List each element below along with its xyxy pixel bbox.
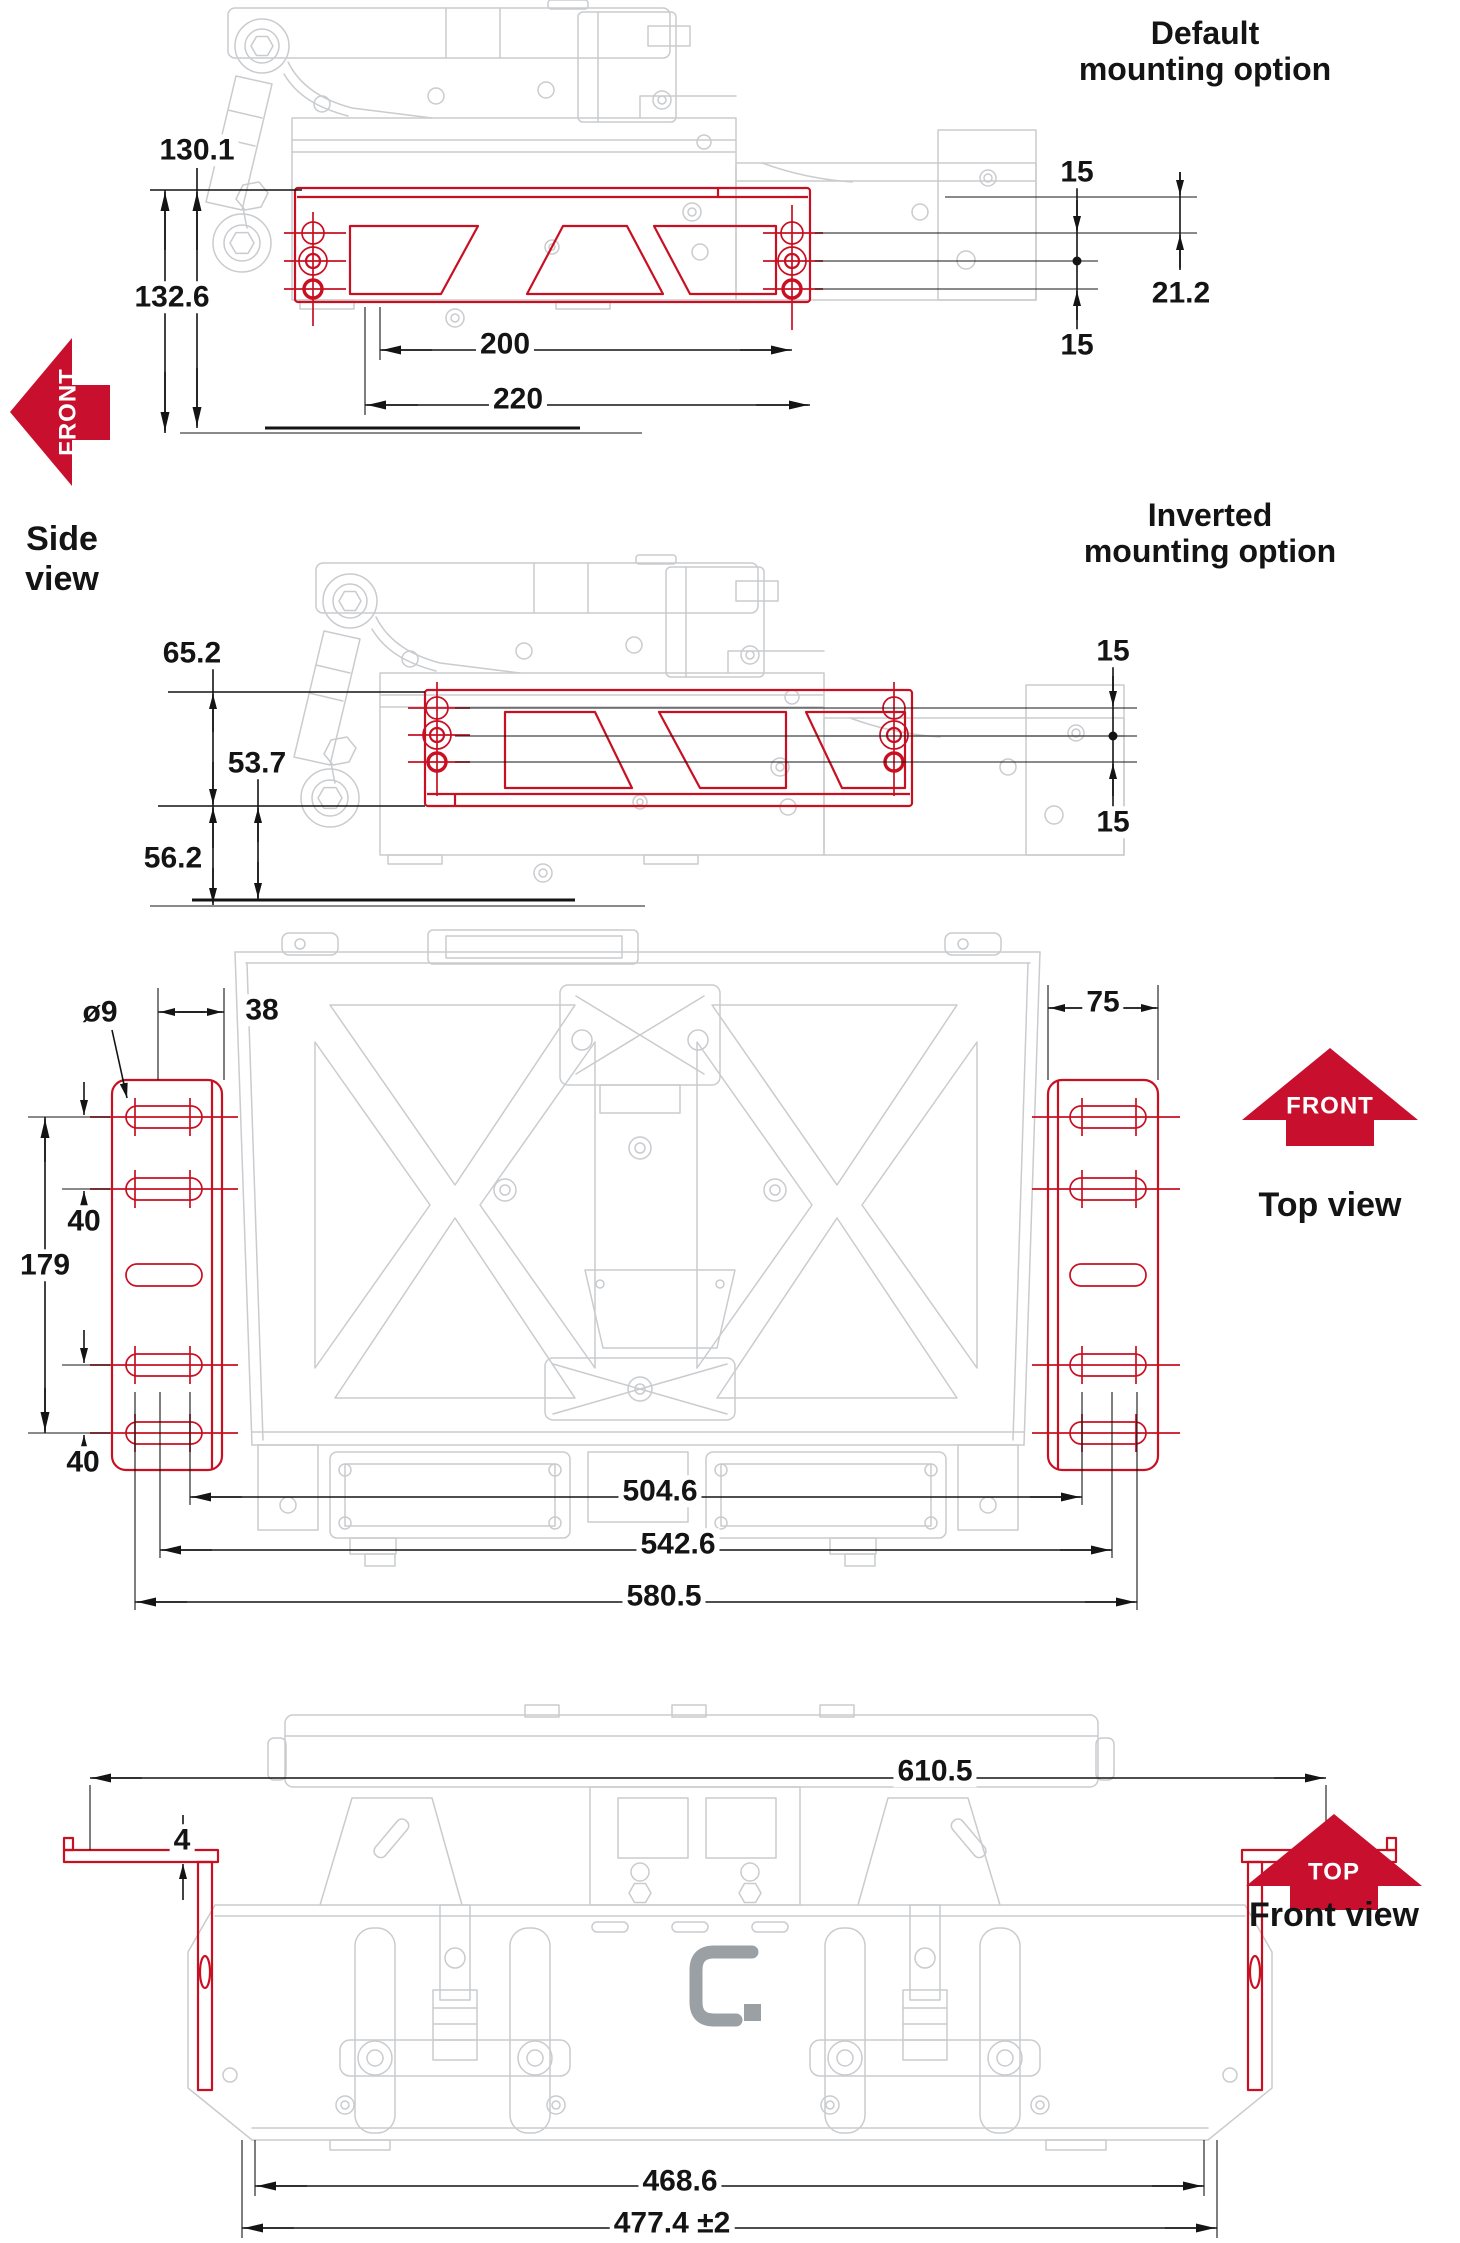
dim-edge-offset: 38: [241, 994, 283, 1026]
default-option-title-line2: mounting option: [1078, 51, 1332, 88]
side-view-front-arrow: [10, 338, 110, 486]
side-view-inverted-adapter-plate: [408, 682, 914, 808]
front-view-label: Front view: [1248, 1896, 1420, 1935]
dim-slot-pitch-bottom: 40: [62, 1446, 104, 1478]
dim-base-width-outer: 477.4 ±2: [609, 2207, 735, 2239]
dim-width-mid: 542.6: [636, 1528, 720, 1560]
dim-hole-diameter: ø9: [78, 996, 122, 1028]
brand-logo: [689, 1945, 761, 2027]
front-view-top-arrow: [1246, 1814, 1422, 1910]
top-view-machine: [234, 929, 1041, 1567]
side-view-default-machine: [205, 0, 1037, 328]
dim-plate-thickness: 4: [169, 1824, 195, 1856]
top-view-dimensions: [28, 985, 1159, 1610]
dim-plate-span: 220: [488, 383, 548, 415]
side-view-inverted-dimensions: [150, 664, 1137, 907]
front-view-machine: [187, 1704, 1273, 2151]
dim-slot-span: 179: [15, 1249, 75, 1281]
dim-drop-outer: 56.2: [139, 842, 207, 874]
dim-overall-width: 610.5: [893, 1755, 977, 1787]
front-view-mounting-flanges: [62, 1836, 1398, 2092]
dim-pitch-bottom-inverted: 15: [1092, 806, 1134, 838]
dim-bracket-width: 75: [1082, 986, 1124, 1018]
inverted-option-title-line1: Inverted: [1147, 497, 1273, 534]
side-view-label-line2: view: [25, 560, 99, 599]
default-option-title-line1: Default: [1150, 15, 1260, 52]
side-view-inverted-machine: [293, 554, 1125, 883]
front-view-top-arrow-label: TOP: [1308, 1858, 1360, 1886]
top-view-right-bracket: [1032, 1078, 1180, 1472]
dim-plate-height-inverted: 65.2: [158, 637, 226, 669]
dim-width-inner: 504.6: [618, 1475, 702, 1507]
side-view-label-line1: Side: [26, 520, 98, 559]
dim-offset-mid: 21.2: [1147, 277, 1215, 309]
dim-pitch-top-default: 15: [1056, 156, 1098, 188]
dim-height-outer: 130.1: [155, 134, 239, 166]
side-view-default-dimensions: [150, 168, 1197, 434]
side-front-arrow-label: FRONT: [54, 368, 82, 456]
dim-pitch-bottom-default: 15: [1056, 329, 1098, 361]
dim-width-outer: 580.5: [622, 1580, 706, 1612]
dim-height-inner: 132.6: [130, 281, 214, 313]
side-view-default-adapter-plate: [284, 186, 823, 330]
inverted-option-title-line2: mounting option: [1083, 533, 1337, 570]
top-view-front-arrow: [1242, 1048, 1418, 1146]
dim-hole-span: 200: [475, 328, 535, 360]
top-view-label: Top view: [1258, 1186, 1402, 1225]
dim-base-width-inner: 468.6: [638, 2165, 722, 2197]
dim-pitch-top-inverted: 15: [1092, 635, 1134, 667]
top-view-front-arrow-label: FRONT: [1286, 1092, 1374, 1120]
dim-drop-inner: 53.7: [223, 747, 291, 779]
top-view-left-bracket: [90, 1078, 238, 1472]
dim-slot-pitch-top: 40: [63, 1205, 105, 1237]
